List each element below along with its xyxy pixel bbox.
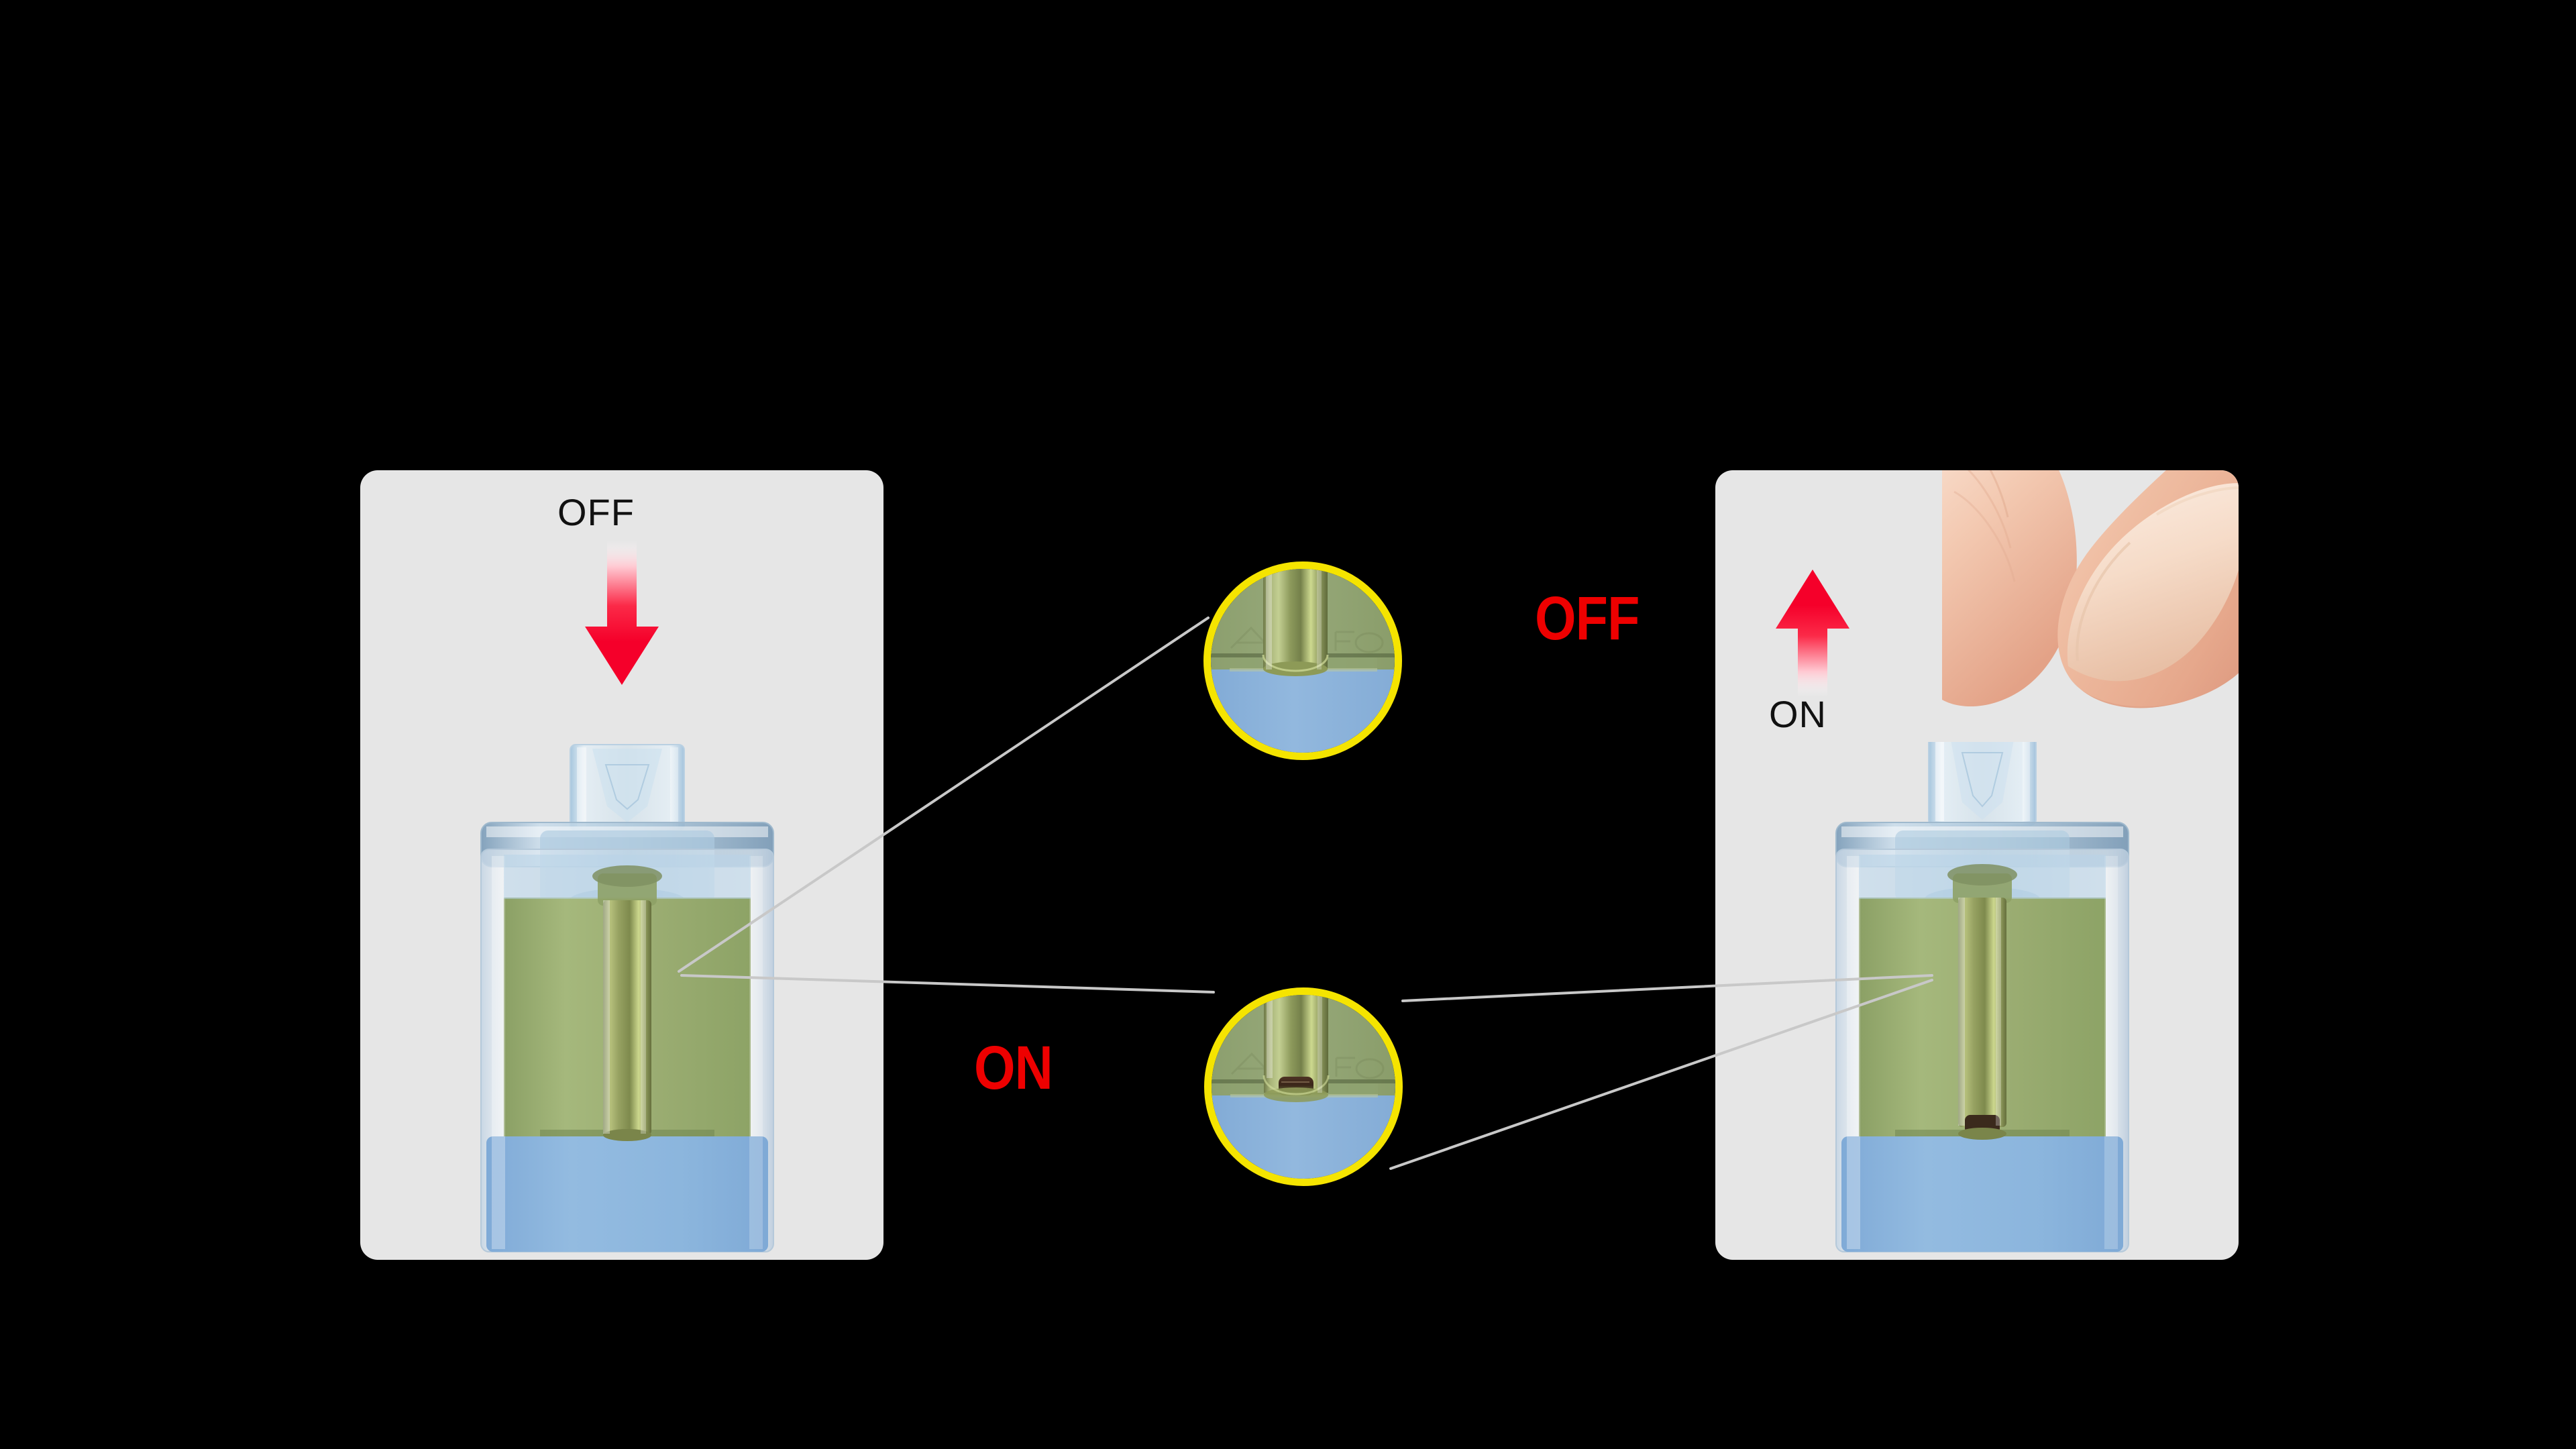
on-label: ON bbox=[1769, 693, 1827, 735]
callout-on-label: ON bbox=[974, 1034, 1053, 1102]
on-state-device bbox=[1794, 724, 2170, 1260]
magnified-detail-valve-closed bbox=[1203, 561, 1402, 760]
off-state-device bbox=[439, 742, 815, 1260]
callout-off-label: OFF bbox=[1535, 584, 1640, 653]
magnified-detail-valve-open bbox=[1204, 987, 1403, 1186]
off-label: OFF bbox=[557, 491, 635, 533]
hand-pinching-cap bbox=[1841, 470, 2239, 809]
off-state-panel: OFF bbox=[360, 470, 883, 1260]
red-down-arrow bbox=[585, 541, 659, 685]
red-up-arrow bbox=[1776, 570, 1849, 697]
on-state-panel: ON bbox=[1715, 470, 2239, 1260]
